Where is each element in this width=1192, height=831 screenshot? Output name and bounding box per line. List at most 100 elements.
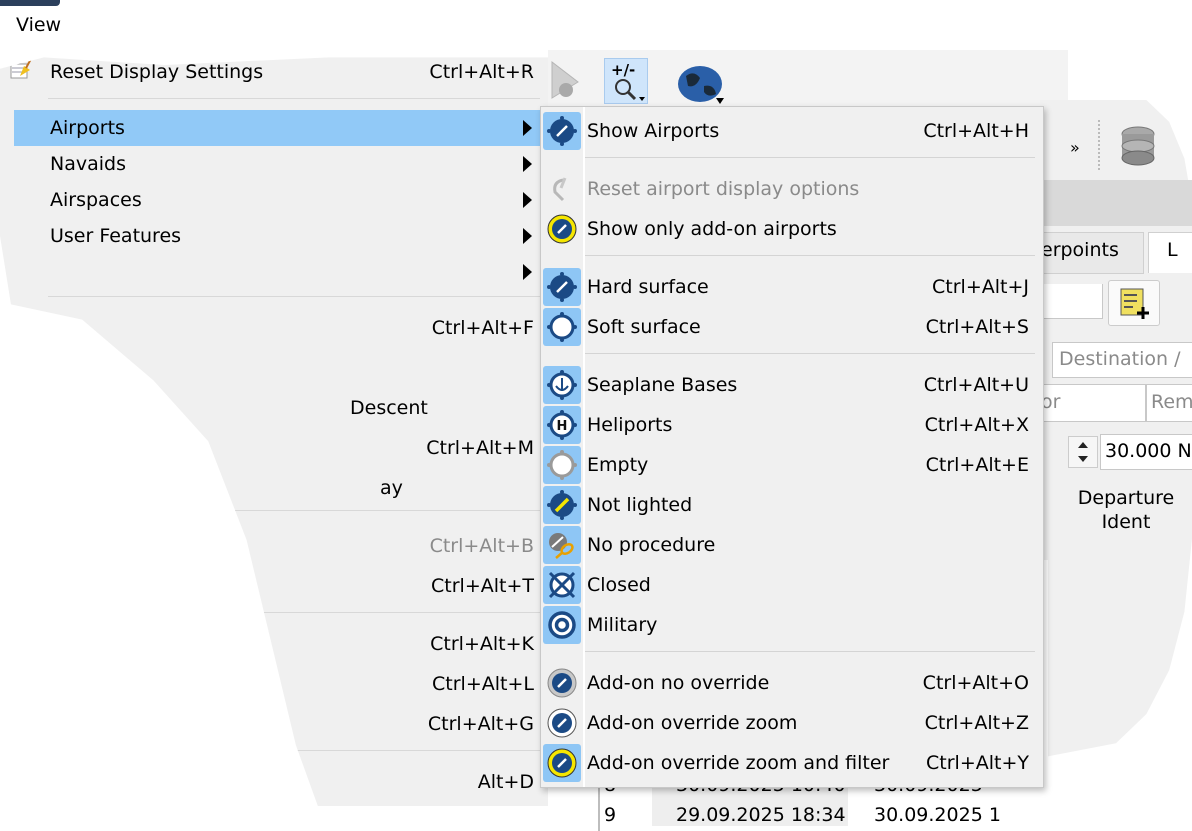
globe-icon[interactable] — [676, 66, 728, 106]
menu-item-show-only-addon-airports[interactable]: Show only add-on airports — [541, 209, 1043, 249]
window-edge — [0, 0, 60, 6]
menu-item-addon-override-zoom[interactable]: Add-on override zoom Ctrl+Alt+Z — [541, 703, 1043, 743]
item-label: Add-on no override — [587, 672, 770, 694]
item-label: Add-on override zoom and filter — [587, 752, 890, 774]
item-label: Seaplane Bases — [587, 374, 738, 396]
menu-separator — [48, 750, 540, 751]
item-label: No procedure — [587, 534, 716, 556]
item-label: Not lighted — [587, 494, 693, 516]
shortcut-ctrl-alt-b: Ctrl+Alt+B — [429, 535, 534, 557]
item-shortcut: Ctrl+Alt+E — [925, 454, 1029, 476]
toolbar-grip — [1098, 120, 1102, 170]
airports-submenu: Show Airports Ctrl+Alt+H Reset airport d… — [540, 106, 1044, 788]
select-globe-icon[interactable] — [550, 60, 582, 100]
menu-item-airports[interactable]: Airports — [50, 117, 125, 139]
menu-item-addon-no-override[interactable]: Add-on no override Ctrl+Alt+O — [541, 663, 1043, 703]
menu-separator — [48, 98, 540, 99]
menu-item-no-procedure[interactable]: No procedure — [541, 525, 1043, 565]
item-label: Show Airports — [587, 120, 720, 142]
shortcut-reset-display: Ctrl+Alt+R — [429, 61, 534, 83]
menu-item-seaplane-bases[interactable]: Seaplane Bases Ctrl+Alt+U — [541, 365, 1043, 405]
menu-item-user-features[interactable]: User Features — [50, 225, 182, 247]
military-airport-icon — [543, 606, 581, 644]
item-shortcut: Ctrl+Alt+X — [924, 414, 1029, 436]
menu-item-airspaces[interactable]: Airspaces — [50, 189, 142, 211]
menu-item-partial-ay[interactable]: ay — [380, 477, 403, 499]
shortcut-alt-d[interactable]: Alt+D — [477, 771, 534, 793]
menu-item-reset-display-settings[interactable]: Reset Display Settings — [50, 61, 264, 83]
overflow-chevron[interactable]: » — [1070, 138, 1080, 157]
item-shortcut: Ctrl+Alt+Z — [924, 712, 1029, 734]
item-shortcut: Ctrl+Alt+U — [923, 374, 1029, 396]
svg-text:+/-: +/- — [611, 61, 635, 79]
item-label: Show only add-on airports — [587, 218, 837, 240]
menu-item-heliports[interactable]: H Heliports Ctrl+Alt+X — [541, 405, 1043, 445]
menu-item-descent[interactable]: Descent — [350, 397, 428, 419]
column-header-line1: Departure — [1077, 487, 1175, 509]
submenu-arrow-icon — [523, 228, 532, 244]
item-label: Hard surface — [587, 276, 709, 298]
addon-airport-icon — [543, 210, 581, 248]
shortcut-ctrl-alt-t[interactable]: Ctrl+Alt+T — [431, 575, 534, 597]
menu-item-hard-surface[interactable]: Hard surface Ctrl+Alt+J — [541, 267, 1043, 307]
submenu-arrow-icon — [523, 156, 532, 172]
remarks-filter-input[interactable]: Rem — [1146, 384, 1192, 422]
menu-item-empty[interactable]: Empty Ctrl+Alt+E — [541, 445, 1043, 485]
distance-spinner[interactable] — [1068, 436, 1098, 468]
menu-separator — [48, 612, 540, 613]
menu-item-show-airports[interactable]: Show Airports Ctrl+Alt+H — [541, 111, 1043, 151]
tab-logbook-label: L — [1167, 239, 1178, 261]
menu-gutter — [583, 107, 585, 787]
menu-item-soft-surface[interactable]: Soft surface Ctrl+Alt+S — [541, 307, 1043, 347]
menu-separator — [585, 651, 1035, 652]
menu-separator — [48, 510, 540, 511]
database-icon[interactable] — [1118, 124, 1158, 174]
tab-logbook[interactable]: L — [1148, 232, 1192, 273]
menu-item-navaids[interactable]: Navaids — [50, 153, 126, 175]
table-row[interactable]: 9 29.09.2025 18:34 30.09.2025 1 — [604, 804, 1001, 826]
tab-userpoints-label: erpoints — [1041, 239, 1119, 261]
add-logbook-entry-button[interactable] — [1108, 280, 1160, 326]
submenu-arrow-icon — [523, 264, 532, 280]
shortcut-ctrl-alt-k[interactable]: Ctrl+Alt+K — [430, 633, 534, 655]
menu-item-addon-override-zoom-filter[interactable]: Add-on override zoom and filter Ctrl+Alt… — [541, 743, 1043, 783]
svg-text:H: H — [557, 419, 568, 434]
addon-override-zoom-icon — [543, 704, 581, 742]
column-header-departure[interactable]: Departure Ident — [1060, 486, 1192, 534]
shortcut-ctrl-alt-g[interactable]: Ctrl+Alt+G — [427, 713, 534, 735]
menu-highlight — [14, 110, 540, 146]
tab-userpoints[interactable]: erpoints — [1040, 232, 1144, 274]
item-label: Empty — [587, 454, 649, 476]
item-shortcut: Ctrl+Alt+J — [932, 276, 1029, 298]
view-menu: Reset Display Settings Ctrl+Alt+R Airpor… — [0, 57, 548, 806]
empty-airport-icon — [543, 446, 581, 484]
item-label: Soft surface — [587, 316, 701, 338]
menu-item-closed[interactable]: Closed — [541, 565, 1043, 605]
zoom-in-out-button[interactable]: +/- — [604, 58, 648, 104]
closed-airport-icon — [543, 566, 581, 604]
item-label: Reset airport display options — [587, 178, 860, 200]
not-lighted-icon — [543, 486, 581, 524]
submenu-arrow-icon — [523, 120, 532, 136]
shortcut-ctrl-alt-m[interactable]: Ctrl+Alt+M — [426, 437, 534, 459]
no-procedure-icon — [543, 526, 581, 564]
item-shortcut: Ctrl+Alt+O — [922, 672, 1029, 694]
menu-separator — [585, 255, 1035, 256]
search-input[interactable] — [1040, 284, 1103, 319]
item-label: Add-on override zoom — [587, 712, 798, 734]
panel-title-bar — [1040, 180, 1192, 226]
reset-icon — [543, 170, 581, 208]
menu-view[interactable]: View — [16, 14, 62, 36]
menu-item-military[interactable]: Military — [541, 605, 1043, 645]
item-shortcut: Ctrl+Alt+Y — [926, 752, 1029, 774]
item-shortcut: Ctrl+Alt+S — [925, 316, 1029, 338]
soft-surface-icon — [543, 308, 581, 346]
menu-item-not-lighted[interactable]: Not lighted — [541, 485, 1043, 525]
shortcut-ctrl-alt-f[interactable]: Ctrl+Alt+F — [431, 317, 534, 339]
filter-input-partial[interactable]: or — [1040, 384, 1146, 422]
item-shortcut: Ctrl+Alt+H — [923, 120, 1029, 142]
submenu-arrow-icon — [523, 192, 532, 208]
shortcut-ctrl-alt-l[interactable]: Ctrl+Alt+L — [432, 673, 534, 695]
distance-input[interactable]: 30.000 N — [1100, 434, 1192, 470]
destination-filter-input[interactable]: Destination / — [1052, 342, 1192, 378]
